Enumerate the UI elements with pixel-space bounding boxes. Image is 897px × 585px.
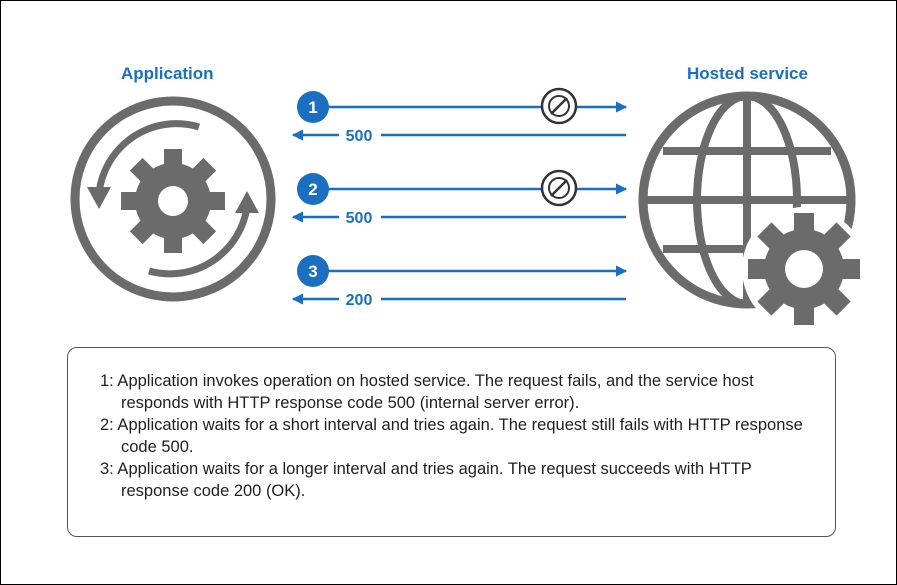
- no-entry-icon: [540, 169, 578, 207]
- step-2-description: 2: Application waits for a short interva…: [100, 416, 803, 456]
- attempt-2: 2 500: [291, 169, 628, 227]
- attempt-3: 3 200: [291, 255, 628, 309]
- step-1-description: 1: Application invokes operation on host…: [100, 372, 754, 412]
- step-3-description: 3: Application waits for a longer interv…: [100, 460, 752, 500]
- application-title: Application: [121, 64, 214, 83]
- step-badge: [297, 173, 329, 205]
- hosted-service-title: Hosted service: [687, 64, 808, 83]
- step-number: 3: [308, 262, 317, 281]
- steps-list: 1: Application invokes operation on host…: [68, 348, 835, 502]
- response-code: 500: [346, 128, 373, 145]
- globe-gear-icon: [638, 91, 866, 331]
- response-code: 200: [346, 292, 373, 309]
- step-number: 2: [308, 180, 317, 199]
- rotating-gear-icon: [70, 96, 276, 302]
- steps-description-box: 1: Application invokes operation on host…: [67, 347, 836, 537]
- no-entry-icon: [540, 87, 578, 125]
- attempt-1: 1 500: [291, 87, 628, 145]
- retry-diagram: 1 500 2 500: [70, 87, 866, 331]
- step-badge: [297, 255, 329, 287]
- step-number: 1: [308, 98, 317, 117]
- response-code: 500: [346, 210, 373, 227]
- step-badge: [297, 91, 329, 123]
